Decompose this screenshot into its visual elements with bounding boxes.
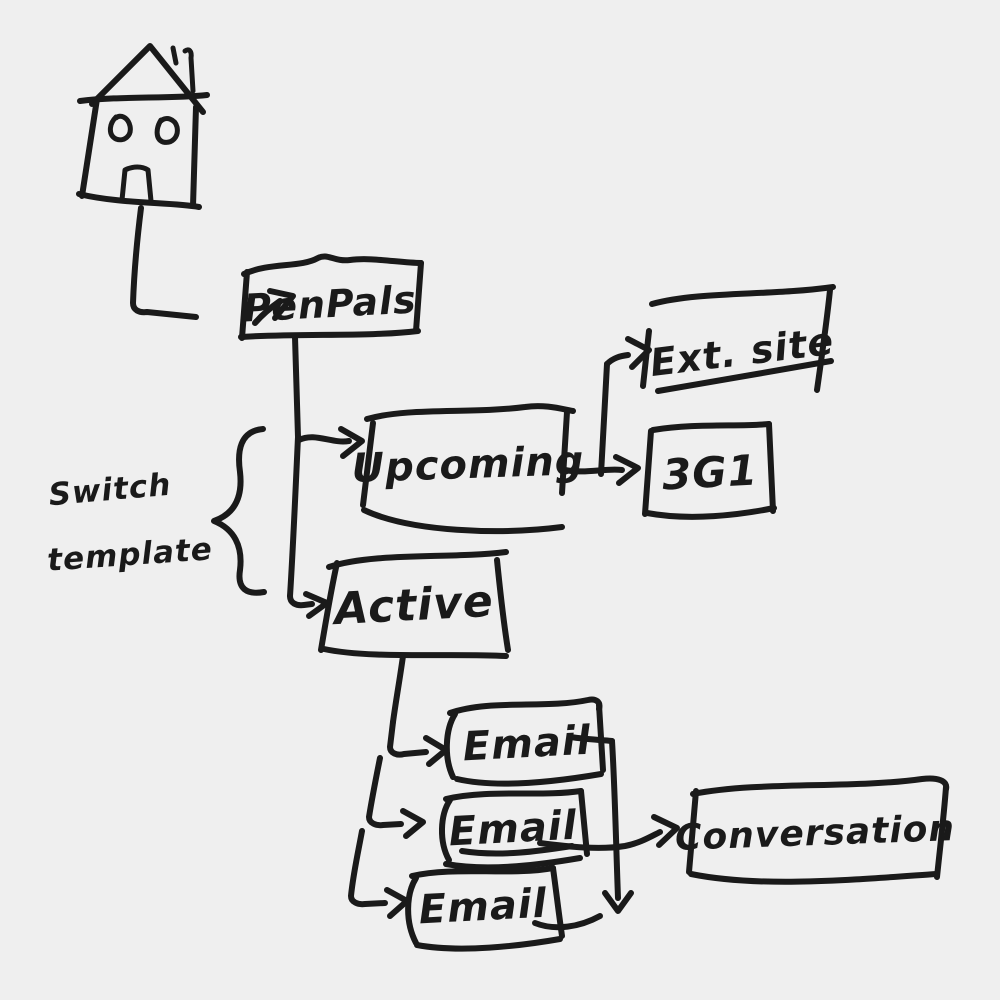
- house-window-right: [154, 116, 180, 145]
- node-class-code: 3G1: [642, 421, 777, 520]
- ext-site-underline: [655, 358, 834, 394]
- curly-brace: [211, 426, 267, 596]
- branch-to-active: [287, 593, 315, 609]
- conversation-label: Conversation: [674, 808, 955, 859]
- branch-to-email-3: [348, 828, 388, 908]
- node-conversation: Conversation: [674, 775, 956, 885]
- edge-emails-collector: [532, 734, 634, 931]
- branch-to-upcoming: [296, 434, 352, 445]
- edge-upcoming-to-classcode: [562, 454, 641, 486]
- switch-template-line1: Switch: [47, 467, 173, 514]
- house-door: [119, 164, 154, 204]
- node-ext-site: Ext. site: [648, 284, 836, 394]
- email-1-label: Email: [462, 718, 593, 771]
- email-3-label: Email: [418, 881, 549, 934]
- branch-to-email-1: [387, 719, 429, 758]
- class-code-label: 3G1: [661, 446, 759, 500]
- upcoming-label: Upcoming: [351, 438, 585, 492]
- switch-template-line2: template: [46, 531, 214, 578]
- node-email-3: Email: [405, 865, 565, 952]
- arrowhead: [252, 298, 283, 326]
- house-window-left: [107, 113, 133, 143]
- edge-active-trunk: [348, 653, 449, 919]
- node-upcoming: Upcoming: [351, 403, 585, 535]
- node-penpals: PenPals: [238, 253, 424, 341]
- edge-email-to-conversation: [537, 814, 680, 851]
- active-label: Active: [330, 576, 495, 635]
- node-email-2: Email: [439, 788, 590, 871]
- house-icon: [76, 43, 210, 210]
- node-email-1: Email: [443, 696, 606, 787]
- branch-to-email-2: [366, 755, 404, 829]
- edge-upcoming-to-extsite: [598, 328, 652, 477]
- edge-home-to-penpals: [130, 205, 296, 326]
- node-active: Active: [318, 549, 511, 659]
- switch-template-annotation: Switch template: [46, 426, 267, 596]
- penpals-label: PenPals: [242, 277, 417, 330]
